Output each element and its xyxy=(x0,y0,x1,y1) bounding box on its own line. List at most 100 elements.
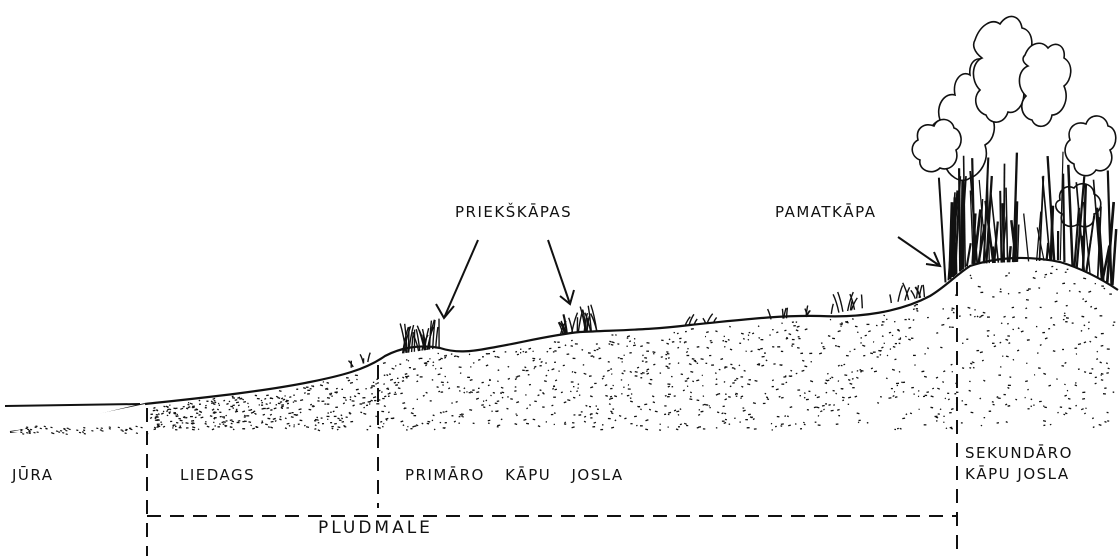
sand-grain xyxy=(940,409,941,410)
sand-grain xyxy=(1088,291,1091,292)
sand-grain xyxy=(717,412,719,413)
sand-grain xyxy=(791,370,793,371)
sand-grain xyxy=(1083,278,1086,279)
grass-blade xyxy=(368,353,370,362)
sand-grain xyxy=(286,400,289,401)
sand-grain xyxy=(1007,324,1009,325)
sand-grain xyxy=(689,399,692,400)
sand-grain xyxy=(385,418,388,419)
sand-grain xyxy=(994,346,996,347)
sand-grain xyxy=(141,427,143,428)
sand-grain xyxy=(424,363,427,364)
sand-grain xyxy=(508,366,509,367)
sand-grain xyxy=(489,405,490,406)
sand-grain xyxy=(992,402,994,403)
sand-grain xyxy=(669,339,670,340)
sand-grain xyxy=(121,430,123,431)
sand-grain xyxy=(251,425,252,426)
sand-grain xyxy=(236,410,237,411)
sand-grain xyxy=(571,346,573,347)
sand-grain xyxy=(680,409,681,410)
sand-grain xyxy=(640,346,643,347)
sand-grain xyxy=(515,352,517,353)
sand-grain xyxy=(692,381,694,382)
sand-grain xyxy=(205,405,206,406)
sand-grain xyxy=(621,380,622,381)
sand-grain xyxy=(730,349,732,350)
sand-grain xyxy=(578,384,579,385)
sand-grain xyxy=(743,338,744,339)
sand-grain xyxy=(861,370,864,371)
sand-grain xyxy=(79,432,81,433)
sand-grain xyxy=(817,407,820,408)
sand-grain xyxy=(338,427,341,428)
sand-grain xyxy=(698,414,700,415)
sand-grain xyxy=(1043,406,1044,407)
sand-grain xyxy=(788,425,791,426)
sand-grain xyxy=(1101,380,1103,381)
sand-grain xyxy=(426,392,428,393)
sand-grain xyxy=(715,373,716,374)
sand-grain xyxy=(719,369,721,370)
sand-grain xyxy=(757,364,760,365)
sand-grain xyxy=(63,428,65,429)
sand-grain xyxy=(1043,421,1046,422)
sand-grain xyxy=(637,367,639,368)
grass-blade xyxy=(782,309,783,319)
sand-grain xyxy=(611,413,613,414)
sand-grain xyxy=(1008,406,1011,407)
sand-grain xyxy=(318,423,320,424)
sand-grain xyxy=(642,355,643,356)
sand-grain xyxy=(622,373,624,374)
sand-grain xyxy=(1064,384,1065,385)
sand-grain xyxy=(353,405,355,406)
sand-grain xyxy=(508,378,510,379)
sand-grain xyxy=(707,347,709,348)
sand-grain xyxy=(350,397,351,398)
grass-blade xyxy=(890,294,892,303)
sand-grain xyxy=(188,404,190,405)
sand-grain xyxy=(758,326,759,327)
sand-grain xyxy=(567,400,570,401)
sand-grain xyxy=(552,405,554,406)
sand-grain xyxy=(376,379,378,380)
sand-grain xyxy=(543,393,544,394)
sand-grain xyxy=(936,333,938,334)
sand-grain xyxy=(971,278,972,279)
grass-blade xyxy=(911,290,916,298)
sand-grain xyxy=(838,365,840,366)
sand-grain xyxy=(384,384,385,385)
sand-grain xyxy=(317,420,318,421)
sand-grain xyxy=(1092,418,1094,419)
sand-grain xyxy=(871,368,873,369)
sand-grain xyxy=(66,434,68,435)
sand-grain xyxy=(488,423,490,424)
sand-grain xyxy=(296,415,299,416)
tree-crown-5 xyxy=(1065,116,1116,176)
sand-grain xyxy=(855,326,858,327)
sand-grain xyxy=(109,427,111,428)
sand-grain xyxy=(244,415,245,416)
sand-grain xyxy=(29,430,31,431)
sand-grain xyxy=(312,406,314,407)
sand-grain xyxy=(701,411,704,412)
sand-grain xyxy=(895,359,897,360)
sand-grain xyxy=(454,421,456,422)
sand-grain xyxy=(857,332,858,333)
sand-grain xyxy=(26,427,28,428)
sand-grain xyxy=(157,427,160,428)
sand-grain xyxy=(488,385,490,386)
sand-grain xyxy=(790,407,793,408)
sand-grain xyxy=(502,397,503,398)
sand-grain xyxy=(161,413,163,414)
sand-grain xyxy=(1013,360,1014,361)
sand-grain xyxy=(703,396,704,397)
sand-grain xyxy=(848,380,850,381)
sand-grain xyxy=(554,413,556,414)
sand-grain xyxy=(343,403,345,404)
sand-grain xyxy=(724,346,725,347)
sand-grain xyxy=(22,434,24,435)
sand-grain xyxy=(917,311,919,312)
sand-grain xyxy=(970,363,972,364)
sand-grain xyxy=(232,421,234,422)
